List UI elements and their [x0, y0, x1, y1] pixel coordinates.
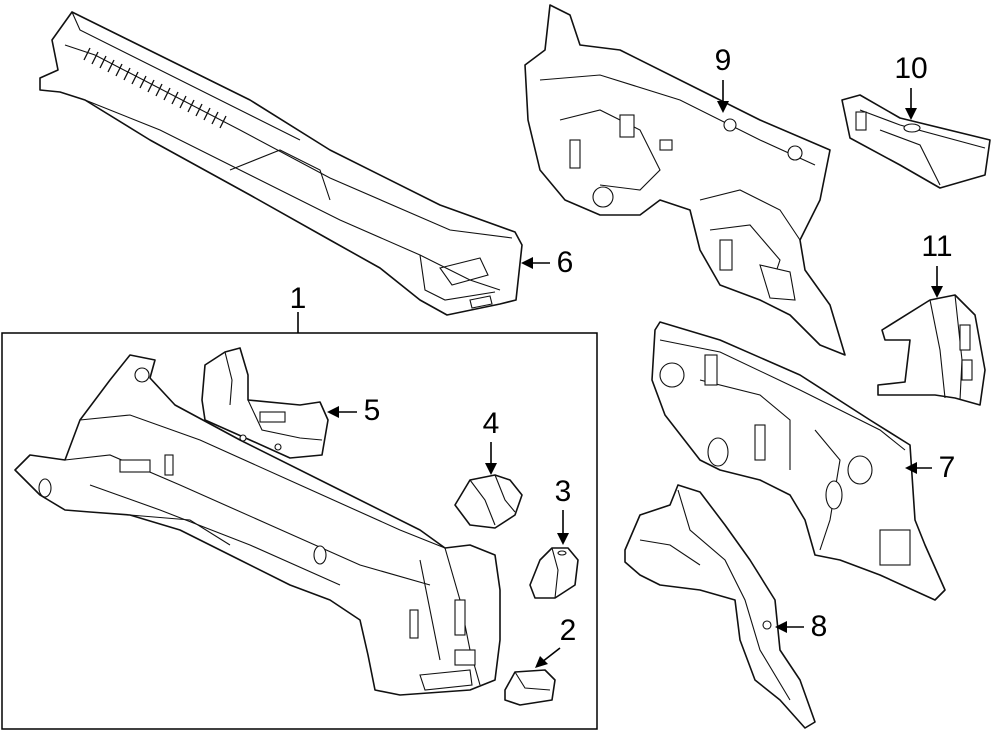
callout-10-label: 10	[894, 52, 927, 85]
callout-11-label: 11	[921, 230, 952, 263]
part-3-bracket	[529, 547, 579, 599]
callout-9-label: 9	[715, 44, 732, 77]
callout-7: 7	[905, 451, 955, 484]
part-7-dash-insulator	[651, 321, 946, 601]
callout-8-label: 8	[811, 610, 828, 643]
callout-6: 6	[521, 246, 573, 279]
part-8-side-insulator	[624, 484, 816, 729]
callout-2: 2	[535, 614, 576, 668]
callout-7-label: 7	[939, 451, 956, 484]
callout-1: 1	[290, 282, 307, 333]
assembly-inset-frame	[1, 332, 598, 730]
callout-3: 3	[555, 475, 572, 545]
cowl-louver-slats	[83, 47, 227, 129]
part-4-bracket	[454, 474, 523, 529]
part-10-bracket	[841, 94, 991, 189]
callout-8: 8	[775, 610, 827, 643]
callout-6-label: 6	[557, 246, 574, 279]
part-1-cowl-assembly	[14, 354, 501, 696]
callout-1-label: 1	[290, 282, 307, 315]
part-2-bracket	[504, 669, 556, 706]
callout-10: 10	[894, 52, 928, 120]
callout-9: 9	[715, 44, 732, 113]
part-11-bracket	[877, 294, 986, 406]
part-6-cowl-top-panel	[39, 11, 523, 316]
callout-2-label: 2	[560, 614, 577, 647]
callout-11: 11	[921, 230, 953, 298]
callout-5: 5	[327, 394, 380, 427]
callout-5-label: 5	[364, 394, 381, 427]
callout-3-label: 3	[555, 475, 572, 508]
part-9-dash-panel	[524, 4, 846, 356]
part-5-bracket	[201, 347, 329, 459]
callout-4-label: 4	[483, 407, 500, 440]
callout-4: 4	[483, 407, 500, 475]
